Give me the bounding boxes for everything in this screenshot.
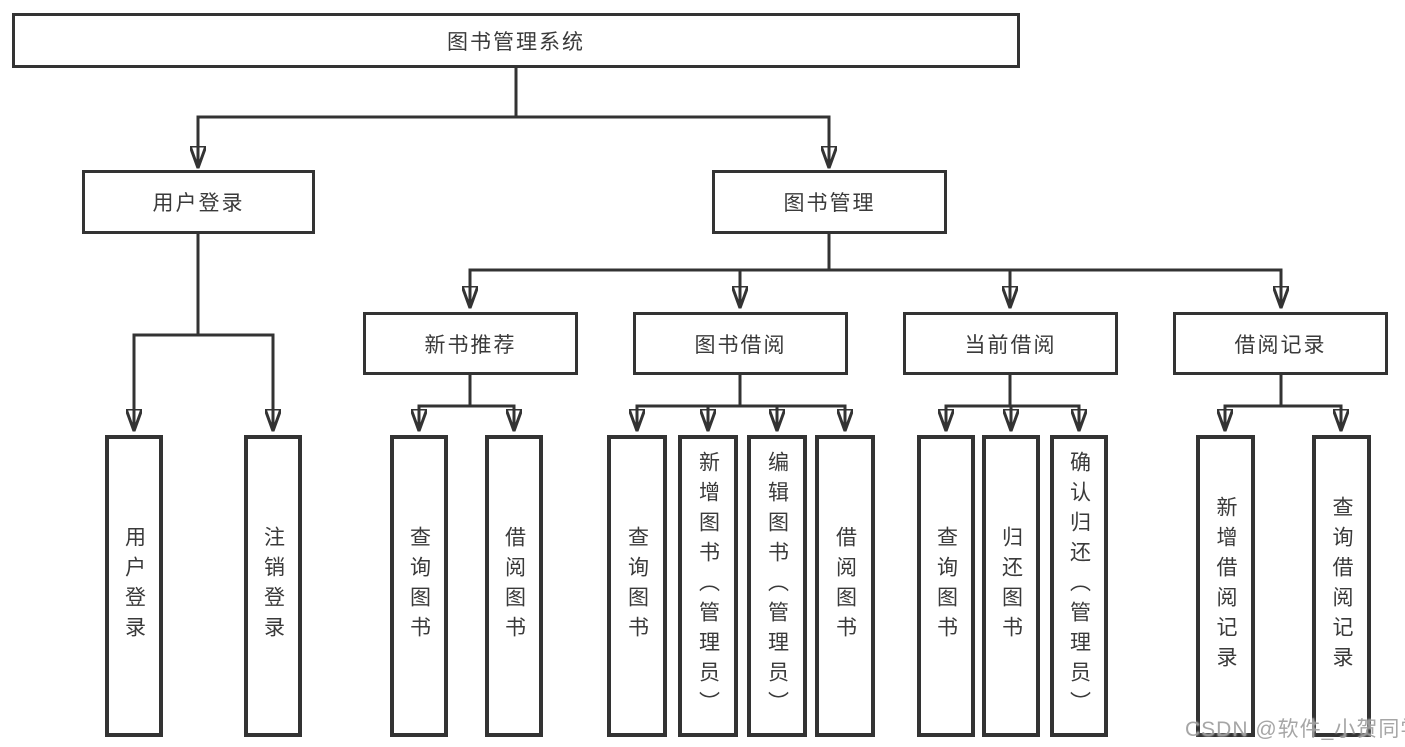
node-book-borrowing: 图书借阅 bbox=[633, 312, 848, 375]
leaf-query-books-borrowing: 查询图书 bbox=[607, 435, 667, 737]
node-new-book-recommend: 新书推荐 bbox=[363, 312, 578, 375]
leaf-query-books-current: 查询图书 bbox=[917, 435, 975, 737]
node-current-borrowing: 当前借阅 bbox=[903, 312, 1118, 375]
node-borrow-records: 借阅记录 bbox=[1173, 312, 1388, 375]
leaf-logout: 注销登录 bbox=[244, 435, 302, 737]
leaf-borrow-books-recommend: 借阅图书 bbox=[485, 435, 543, 737]
leaf-add-borrow-record: 新增借阅记录 bbox=[1196, 435, 1255, 737]
leaf-return-books: 归还图书 bbox=[982, 435, 1040, 737]
csdn-watermark: CSDN @软件_小贺同学 bbox=[1185, 718, 1405, 741]
leaf-query-books-recommend: 查询图书 bbox=[390, 435, 448, 737]
leaf-query-borrow-record: 查询借阅记录 bbox=[1312, 435, 1371, 737]
leaf-confirm-return-admin: 确认归还（管理员） bbox=[1050, 435, 1108, 737]
node-library-management-system: 图书管理系统 bbox=[12, 13, 1020, 68]
leaf-add-books-admin: 新增图书（管理员） bbox=[678, 435, 738, 737]
leaf-edit-books-admin: 编辑图书（管理员） bbox=[747, 435, 807, 737]
leaf-borrow-books: 借阅图书 bbox=[815, 435, 875, 737]
leaf-user-login: 用户登录 bbox=[105, 435, 163, 737]
node-book-management-module: 图书管理 bbox=[712, 170, 947, 234]
node-user-login-module: 用户登录 bbox=[82, 170, 315, 234]
